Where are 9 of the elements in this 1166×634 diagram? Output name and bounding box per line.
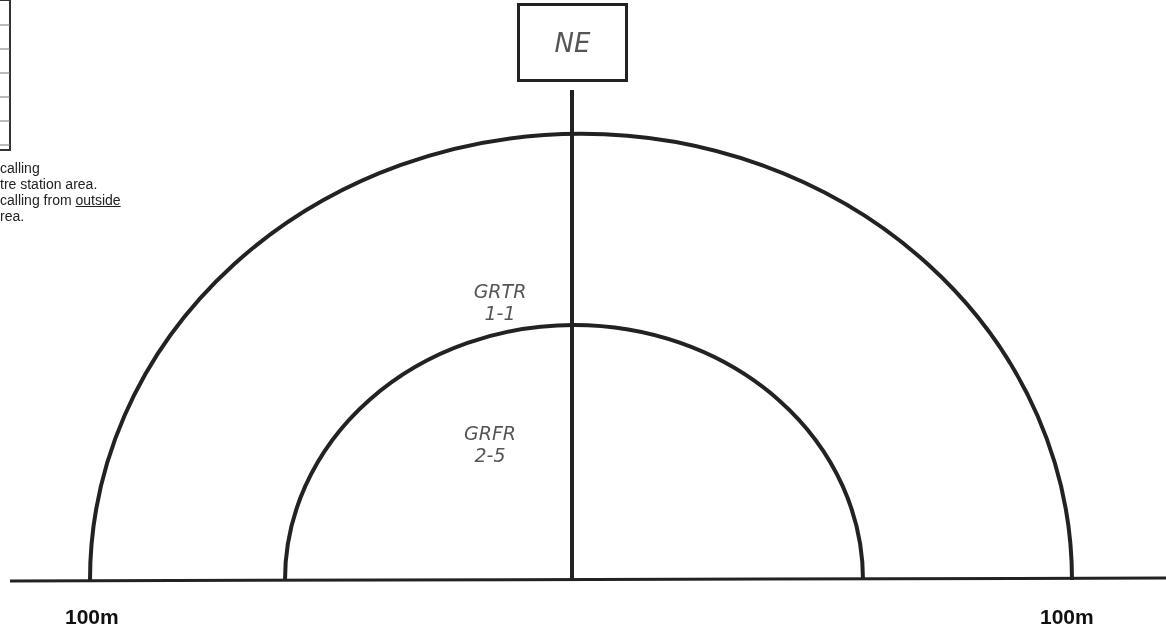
note-text: tre station area. xyxy=(0,176,98,192)
distance-label: 100m xyxy=(1040,605,1094,629)
zone-label: GRTR 1-1 xyxy=(472,280,528,324)
distance-label: 100m xyxy=(65,605,119,629)
zone-label: GRFR 2-5 xyxy=(462,422,518,466)
note-text: rea. xyxy=(0,208,25,224)
note-text: calling xyxy=(0,160,40,176)
direction-box: NE xyxy=(517,3,628,82)
note-text: calling from outside xyxy=(0,192,121,208)
